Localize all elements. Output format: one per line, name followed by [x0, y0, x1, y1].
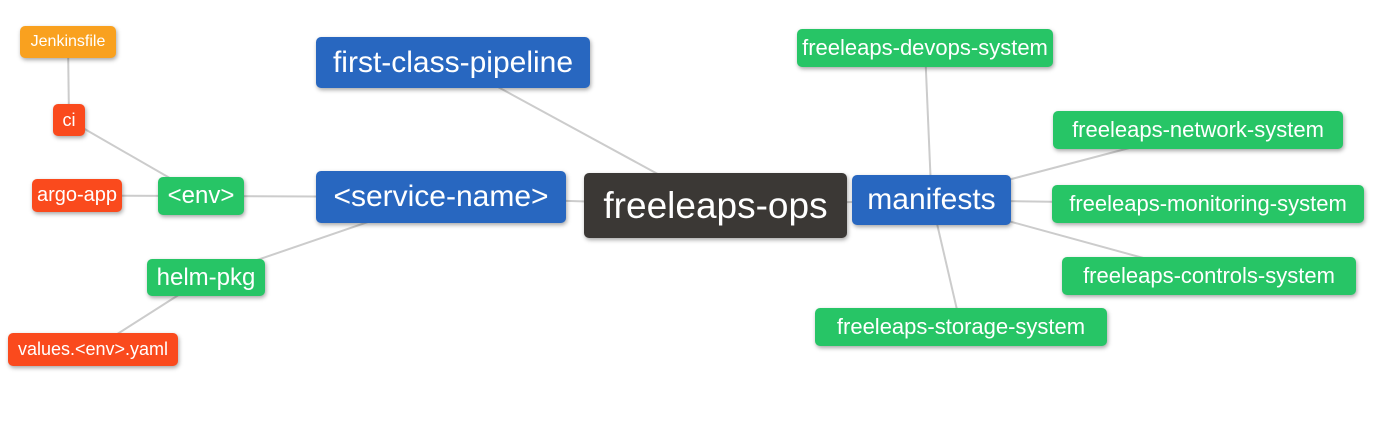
node-freeleaps-controls-system[interactable]: freeleaps-controls-system [1062, 257, 1356, 295]
node-jenkinsfile[interactable]: Jenkinsfile [20, 26, 116, 58]
node-values-env-yaml[interactable]: values.<env>.yaml [8, 333, 178, 366]
node-freeleaps-storage-system[interactable]: freeleaps-storage-system [815, 308, 1107, 346]
node-freeleaps-network-system[interactable]: freeleaps-network-system [1053, 111, 1343, 149]
node-service-name[interactable]: <service-name> [316, 171, 566, 223]
node-helm-pkg[interactable]: helm-pkg [147, 259, 265, 296]
node-env[interactable]: <env> [158, 177, 244, 215]
edge-manifests-devops_system [924, 47, 933, 201]
node-manifests[interactable]: manifests [852, 175, 1011, 225]
node-freeleaps-ops-root[interactable]: freeleaps-ops [584, 173, 847, 238]
node-freeleaps-monitoring-system[interactable]: freeleaps-monitoring-system [1052, 185, 1364, 223]
node-ci[interactable]: ci [53, 104, 85, 136]
node-argo-app[interactable]: argo-app [32, 179, 122, 212]
node-freeleaps-devops-system[interactable]: freeleaps-devops-system [797, 29, 1053, 67]
node-first-class-pipeline[interactable]: first-class-pipeline [316, 37, 590, 88]
